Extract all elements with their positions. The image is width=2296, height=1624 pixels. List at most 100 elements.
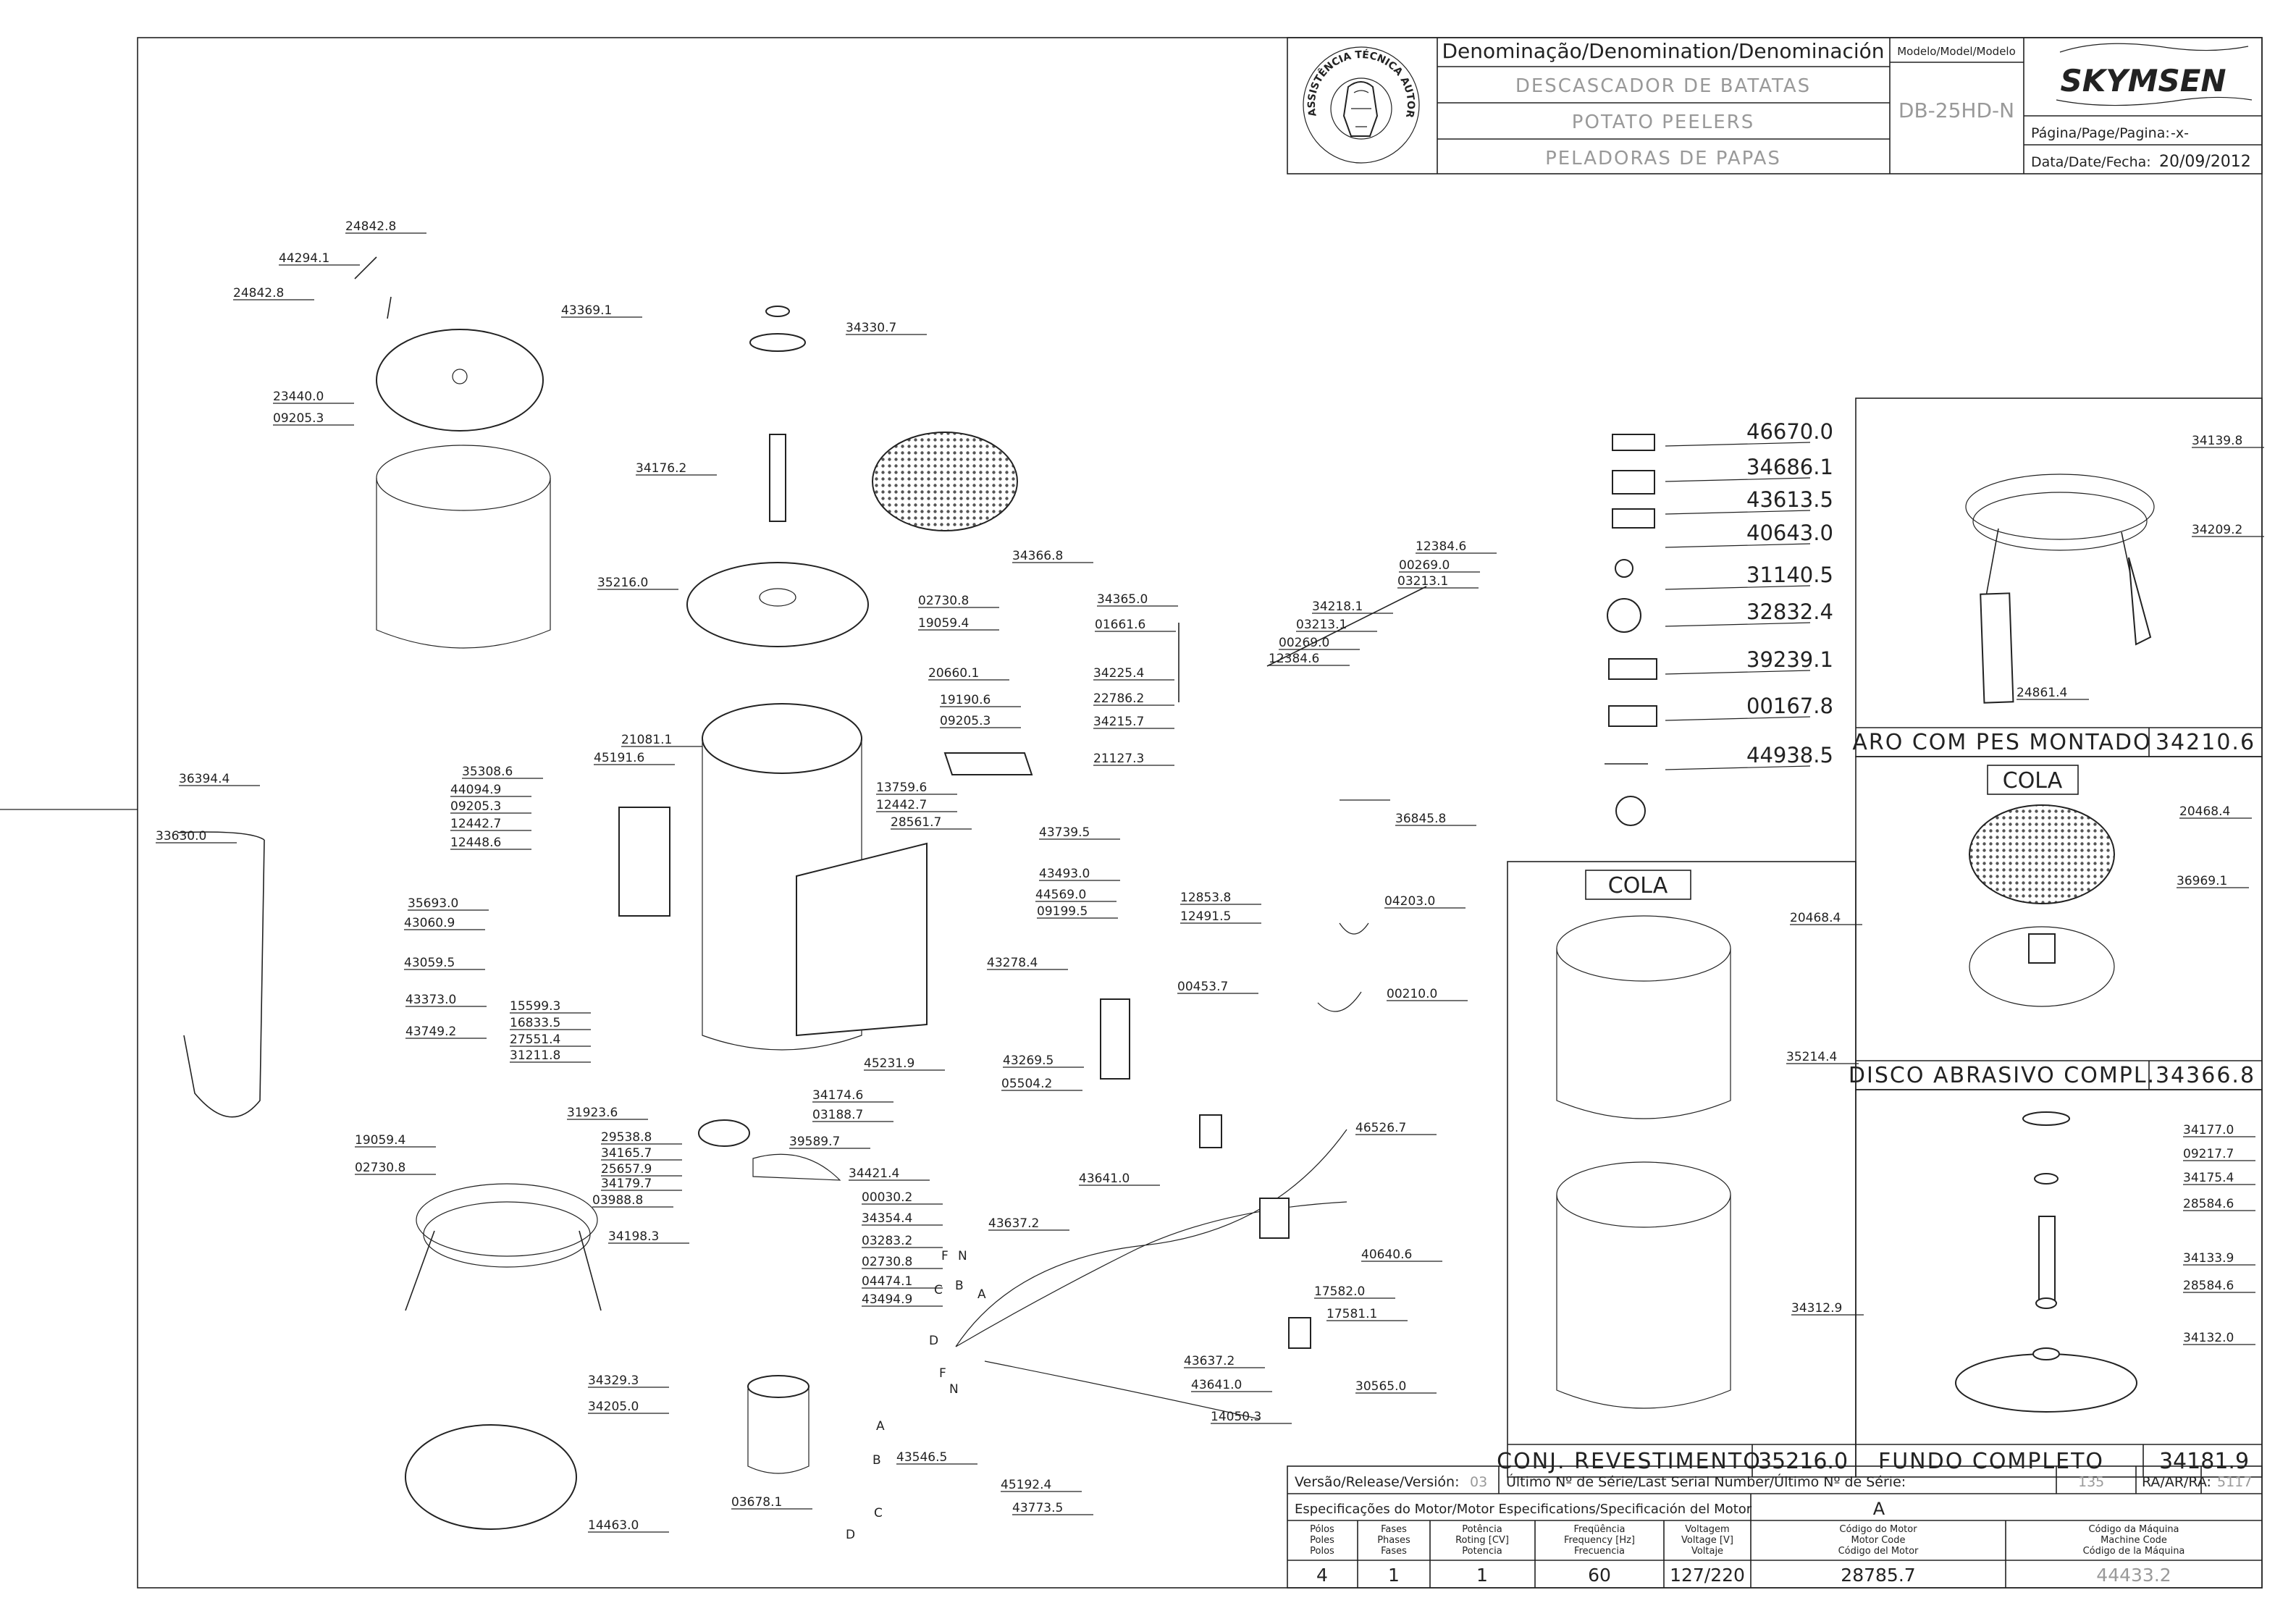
version-label: Versão/Release/Versión: <box>1295 1474 1460 1490</box>
part-number-label: 04203.0 <box>1384 894 1435 909</box>
part-number-label: 34330.7 <box>846 321 896 335</box>
footer-header-text: Código del Motor <box>1838 1546 1919 1557</box>
part-number-label: 43494.9 <box>862 1292 912 1307</box>
part-number-label: 27551.4 <box>510 1032 560 1047</box>
part-number-label: 22786.2 <box>1093 691 1144 706</box>
part-number-label: 21127.3 <box>1093 752 1144 766</box>
leader-line <box>1665 765 1811 770</box>
part-number-label: 19059.4 <box>355 1133 405 1148</box>
part-number-label: 43269.5 <box>1003 1053 1054 1068</box>
footer-header-text: Machine Code <box>2101 1535 2167 1546</box>
footer-header-text: Código da Máquina <box>2088 1524 2179 1535</box>
part-number-label: 43749.2 <box>405 1025 456 1039</box>
page-value: -x- <box>2171 125 2189 141</box>
part-number-label: 09205.3 <box>940 714 991 728</box>
assembly-part-number: 34175.4 <box>2183 1171 2234 1185</box>
assembly-part-number: 34139.8 <box>2192 434 2242 448</box>
leader-line <box>1665 622 1811 627</box>
part-number-label: 34218.1 <box>1312 599 1363 614</box>
part-number-label: 43641.0 <box>1079 1171 1130 1186</box>
part-number-label: 00269.0 <box>1399 558 1450 573</box>
authorized-service-seal: ASSISTÊNCIA TÉCNICA AUTORIZADA <box>0 0 1420 164</box>
part-number-label: 43637.2 <box>1184 1354 1235 1368</box>
footer-header-text: Frecuencia <box>1574 1546 1625 1557</box>
wire-terminal-letter: F <box>939 1366 946 1381</box>
footer-header-text: Código do Motor <box>1839 1524 1917 1535</box>
part-number-label: 23440.0 <box>273 390 324 404</box>
part-number-label: 45192.4 <box>1001 1478 1051 1492</box>
ring-assembly-name: ARO COM PES MONTADO <box>1852 730 2151 755</box>
part-number-label: 09205.3 <box>450 799 501 814</box>
part-number-label: 43278.4 <box>987 956 1038 970</box>
assembly-part-number: 34312.9 <box>1791 1301 1842 1316</box>
part-number-label: 34174.6 <box>812 1088 863 1103</box>
footer-spec-table: Versão/Release/Versión: 03 Último Nº de … <box>1287 1465 2263 1589</box>
part-label-group: 24842.844294.124842.843369.123440.009205… <box>156 219 2264 1542</box>
part-number-label: 34421.4 <box>849 1166 899 1181</box>
disc-glue-label: COLA <box>2003 768 2063 794</box>
part-number-label: 12491.5 <box>1180 909 1231 924</box>
footer-header-text: Polos <box>1310 1546 1334 1557</box>
part-number-label: 43546.5 <box>896 1450 947 1465</box>
assembly-part-number: 09217.7 <box>2183 1147 2234 1161</box>
label-sticker-code: 46670.0 <box>1746 419 1833 444</box>
part-number-label: 34205.0 <box>588 1400 639 1414</box>
name-es: PELADORAS DE PAPAS <box>1545 148 1781 169</box>
label-sticker-code: 32832.4 <box>1746 599 1833 624</box>
footer-value-text: 4 <box>1316 1565 1328 1586</box>
part-number-label: 12442.7 <box>876 798 927 812</box>
footer-value-text: 28785.7 <box>1841 1565 1915 1586</box>
part-number-label: 19059.4 <box>918 616 969 631</box>
part-number-label: 34366.8 <box>1012 549 1063 563</box>
part-number-label: 46526.7 <box>1355 1121 1406 1135</box>
assembly-part-number: 24861.4 <box>2017 686 2067 700</box>
part-number-label: 40640.6 <box>1361 1248 1412 1262</box>
footer-value-text: 127/220 <box>1670 1565 1745 1586</box>
footer-header-text: Voltaje <box>1691 1546 1723 1557</box>
part-number-label: 30565.0 <box>1355 1379 1406 1394</box>
serial-label: Último Nº de Série/Last Serial Number/Úl… <box>1506 1473 1906 1490</box>
part-number-label: 45231.9 <box>864 1056 914 1071</box>
disc-assembly-name: DISCO ABRASIVO COMPL. <box>1849 1063 2156 1088</box>
part-number-label: 03678.1 <box>731 1495 782 1510</box>
lining-assembly-name: CONJ. REVESTIMENTO <box>1497 1449 1762 1474</box>
part-number-label: 43641.0 <box>1191 1378 1242 1392</box>
part-number-label: 44569.0 <box>1035 888 1086 902</box>
leader-line <box>1665 442 1811 447</box>
part-number-label: 20660.1 <box>928 666 979 681</box>
part-number-label: 44294.1 <box>279 251 329 266</box>
assembly-part-number: 36969.1 <box>2177 874 2227 888</box>
wire-terminal-letter: C <box>934 1283 943 1297</box>
footer-value-text: 1 <box>1388 1565 1400 1586</box>
part-number-label: 39589.7 <box>789 1135 840 1149</box>
footer-header-text: Motor Code <box>1851 1535 1906 1546</box>
footer-header-cells: PólosPolesPolosFasesPhasesFasesPotênciaR… <box>1310 1524 2184 1557</box>
footer-header-text: Poles <box>1310 1535 1334 1546</box>
part-number-label: 00269.0 <box>1279 636 1329 650</box>
part-number-label: 03188.7 <box>812 1108 863 1122</box>
part-number-label: 02730.8 <box>918 594 969 608</box>
part-number-label: 34198.3 <box>608 1229 659 1244</box>
main-drawing <box>177 256 1427 1530</box>
part-number-label: 34225.4 <box>1093 666 1144 681</box>
part-number-label: 24842.8 <box>233 286 284 300</box>
page-label: Página/Page/Pagina: <box>2031 125 2170 141</box>
part-number-label: 34179.7 <box>601 1177 652 1191</box>
bottom-assembly-name: FUNDO COMPLETO <box>1878 1449 2104 1474</box>
leader-line <box>1665 477 1811 482</box>
model-header: Modelo/Model/Modelo <box>1897 45 2016 58</box>
part-number-label: 35693.0 <box>408 896 458 911</box>
labels-list <box>1605 434 1657 826</box>
ra-value: 5117 <box>2217 1474 2252 1490</box>
date-value: 20/09/2012 <box>2159 153 2251 171</box>
label-sticker-code: 00167.8 <box>1746 694 1833 718</box>
part-number-label: 34215.7 <box>1093 715 1144 729</box>
footer-header-text: Potência <box>1462 1524 1502 1535</box>
part-number-label: 13759.6 <box>876 781 927 795</box>
part-number-label: 28561.7 <box>891 815 941 830</box>
part-number-label: 43369.1 <box>561 303 612 318</box>
assembly-part-number: 34209.2 <box>2192 523 2242 537</box>
part-number-label: 14463.0 <box>588 1518 639 1533</box>
footer-header-text: Freqüência <box>1573 1524 1625 1535</box>
footer-header-text: Pólos <box>1310 1524 1334 1535</box>
